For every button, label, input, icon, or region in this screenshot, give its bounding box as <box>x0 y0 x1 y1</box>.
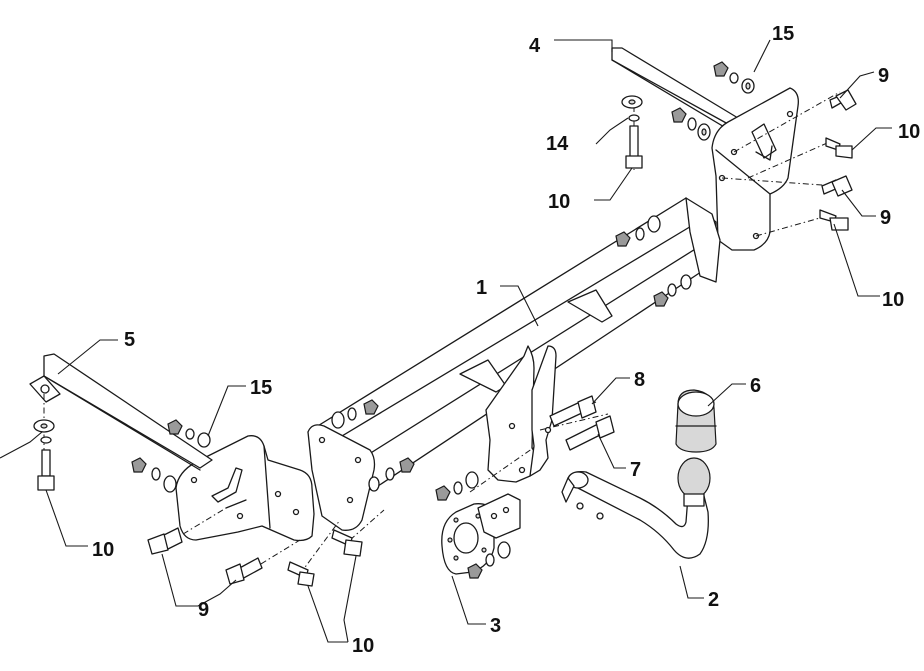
part-8-bolt <box>549 395 597 427</box>
nuts-washers-beam-left-bottom <box>368 457 415 492</box>
part-labels: 4 15 9 10 9 10 14 10 1 5 15 10 6 8 7 2 3… <box>92 23 920 657</box>
label-part-10-left: 10 <box>92 539 114 561</box>
washer-14 <box>621 95 643 122</box>
bolt-right-upper-9 <box>829 89 857 111</box>
bolt-right-lower-9 <box>821 175 853 197</box>
label-part-2: 2 <box>708 589 719 611</box>
part-7-bolt <box>565 415 615 451</box>
label-part-10-bottom: 10 <box>352 635 374 657</box>
label-part-10-upper-right: 10 <box>898 121 920 143</box>
nuts-washers-beam-right <box>653 274 692 307</box>
nuts-washers-beam-top <box>615 215 661 247</box>
bolt-right-upper-10 <box>825 137 853 159</box>
bolt-lower-mid-10 <box>287 561 315 587</box>
nuts-washers-drop-bracket <box>435 471 479 501</box>
label-part-1: 1 <box>476 277 487 299</box>
label-part-15-top: 15 <box>772 23 794 45</box>
part-3-socket-plate <box>441 493 521 579</box>
label-part-5: 5 <box>124 329 135 351</box>
leader-lines <box>0 39 892 643</box>
part-5-left-side-rail <box>29 353 213 471</box>
label-part-3: 3 <box>490 615 501 637</box>
label-part-7: 7 <box>630 459 641 481</box>
bolt-lower-left-9 <box>147 527 183 555</box>
label-part-15-left: 15 <box>250 377 272 399</box>
nuts-washers-left-rail-top <box>167 419 211 448</box>
label-part-9-upper: 9 <box>878 65 889 87</box>
label-part-6: 6 <box>750 375 761 397</box>
bolt-left-10 <box>37 449 55 491</box>
nuts-washers-beam-left-top <box>331 399 379 429</box>
nuts-washers-top-right <box>713 61 755 94</box>
right-bracket-plate <box>711 87 799 251</box>
bolt-lower-right-10 <box>331 529 363 557</box>
bolt-right-lower-10 <box>819 209 849 231</box>
part-6-ball-cover <box>675 389 717 453</box>
label-part-10-top: 10 <box>548 191 570 213</box>
part-2-tow-ball-neck <box>561 457 711 559</box>
bolt-lower-mid-9 <box>225 557 263 585</box>
label-part-9-bottom: 9 <box>198 599 209 621</box>
bolt-top-10 <box>625 125 643 169</box>
label-part-14: 14 <box>546 133 569 155</box>
washer-left-rail <box>33 419 55 444</box>
nuts-washers-left-rail-bottom <box>131 457 177 493</box>
nuts-washers-mid-right <box>671 107 711 141</box>
label-part-8: 8 <box>634 369 645 391</box>
label-part-9-lower: 9 <box>880 207 891 229</box>
label-part-4: 4 <box>529 35 541 57</box>
label-part-10-lower-right: 10 <box>882 289 904 311</box>
part-1-main-cross-beam <box>307 197 721 531</box>
